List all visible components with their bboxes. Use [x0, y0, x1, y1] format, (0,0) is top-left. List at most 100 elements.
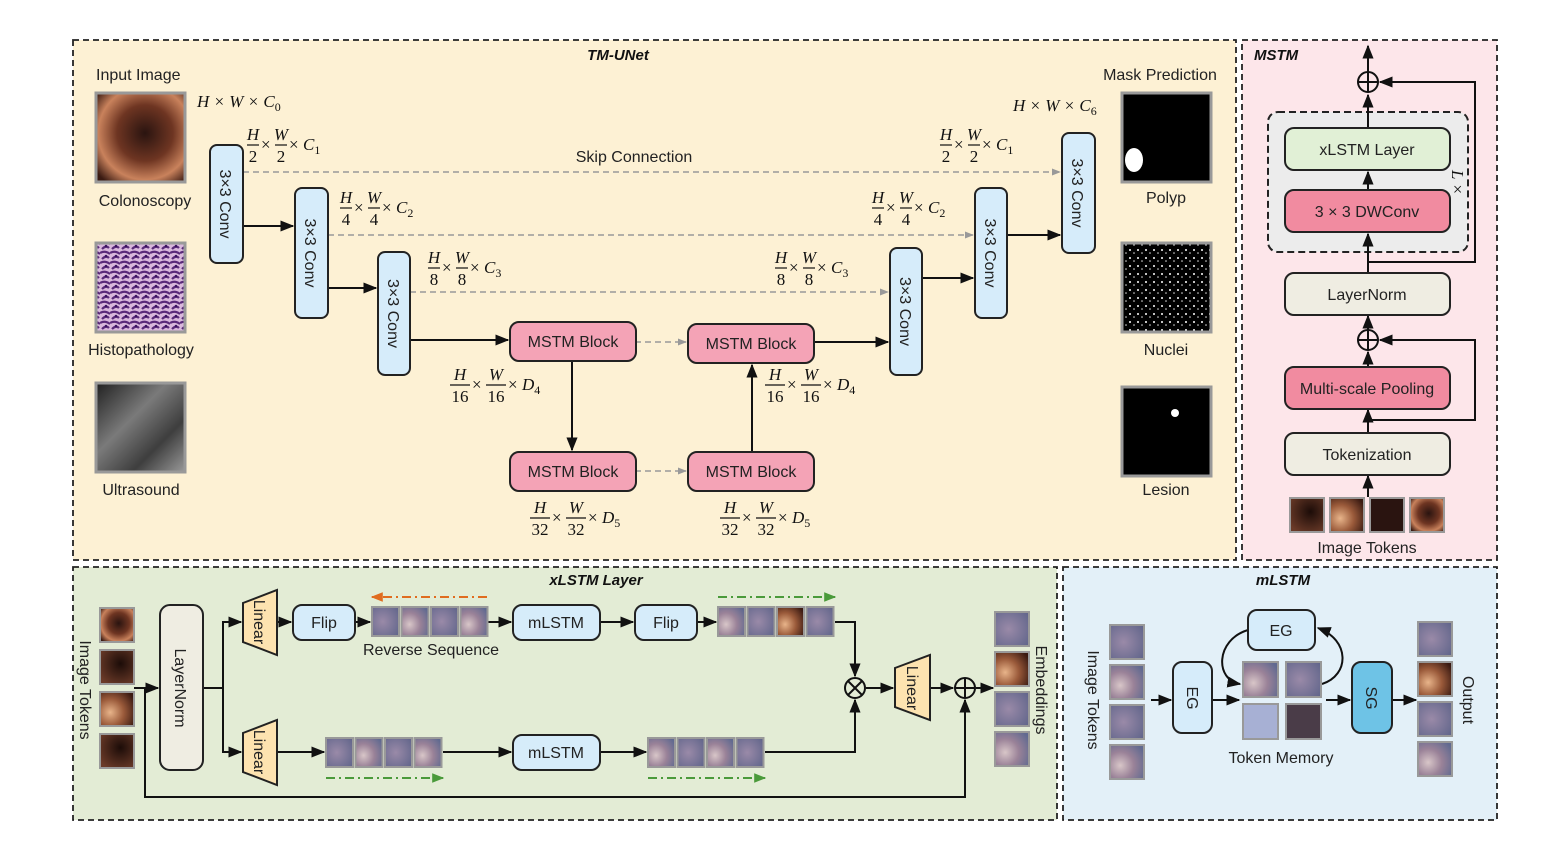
conv-label: 3×3 Conv — [216, 170, 233, 239]
svg-text:D4: D4 — [836, 375, 855, 397]
svg-text:Tokenization: Tokenization — [1323, 447, 1412, 464]
svg-text:2: 2 — [970, 147, 979, 166]
conv-label: 3×3 Conv — [896, 277, 913, 346]
svg-text:H: H — [533, 498, 548, 517]
colonoscopy-image — [94, 91, 187, 184]
svg-text:Linear: Linear — [903, 666, 920, 711]
nuclei-mask — [1120, 241, 1213, 334]
svg-text:H: H — [768, 365, 783, 384]
mlstm-input-tokens — [1109, 624, 1145, 780]
image-tokens-label: Image Tokens — [1317, 540, 1416, 557]
svg-text:W: W — [804, 365, 820, 384]
svg-text:8: 8 — [458, 270, 467, 289]
svg-text:2: 2 — [249, 147, 258, 166]
svg-text:H: H — [939, 125, 954, 144]
sequence-token — [459, 606, 489, 637]
eg-box-top: EG — [1247, 609, 1316, 651]
ultrasound-image — [94, 381, 187, 474]
svg-text:4: 4 — [370, 210, 379, 229]
svg-text:D5: D5 — [791, 508, 810, 530]
svg-text:×: × — [789, 258, 799, 277]
add-icon — [954, 677, 976, 699]
sequence-token — [746, 606, 776, 637]
svg-text:xLSTM Layer: xLSTM Layer — [1319, 142, 1415, 159]
mlstm-box-1: mLSTM — [512, 604, 601, 641]
mask-prediction-label: Mask Prediction — [1103, 67, 1217, 84]
lesion-mask — [1120, 385, 1213, 478]
image-tokens — [1289, 497, 1445, 533]
svg-text:32: 32 — [758, 520, 775, 539]
svg-text:×: × — [354, 198, 364, 217]
xlstm-input-tokens — [99, 607, 135, 769]
polyp-label: Polyp — [1146, 190, 1186, 207]
flip-box-2: Flip — [634, 604, 698, 641]
tmunet-arrows — [243, 220, 1062, 452]
svg-text:W: W — [274, 125, 290, 144]
layernorm-box: LayerNorm — [159, 604, 204, 771]
svg-text:2: 2 — [942, 147, 951, 166]
svg-text:Linear: Linear — [250, 730, 267, 775]
add-icon — [1357, 329, 1379, 351]
histopathology-label: Histopathology — [88, 342, 194, 359]
svg-text:D4: D4 — [521, 375, 540, 397]
svg-text:×: × — [470, 258, 480, 277]
svg-text:32: 32 — [532, 520, 549, 539]
svg-text:×: × — [382, 198, 392, 217]
xlstm-title: xLSTM Layer — [548, 572, 644, 589]
output-tokens — [1417, 621, 1453, 777]
sequence-token — [776, 606, 805, 637]
nuclei-label: Nuclei — [1144, 342, 1188, 359]
svg-text:16: 16 — [767, 387, 784, 406]
svg-text:×: × — [442, 258, 452, 277]
svg-text:SG: SG — [1362, 686, 1379, 709]
output-dimension: H × W × C6 — [1012, 96, 1097, 118]
svg-text:×: × — [778, 508, 788, 527]
mlstm-box-2: mLSTM — [512, 734, 601, 771]
svg-text:×: × — [552, 508, 562, 527]
conv-block-4: 3×3 Conv — [889, 247, 923, 376]
svg-text:W: W — [489, 365, 505, 384]
svg-text:LayerNorm: LayerNorm — [1327, 287, 1406, 304]
token-memory — [1242, 661, 1322, 740]
svg-text:4: 4 — [874, 210, 883, 229]
sequence-token — [735, 737, 765, 768]
output-label: Output — [1459, 676, 1476, 725]
svg-text:Multi-scale Pooling: Multi-scale Pooling — [1300, 381, 1434, 398]
svg-text:Flip: Flip — [653, 615, 679, 632]
svg-text:W: W — [899, 188, 915, 207]
sequence-token — [325, 737, 354, 768]
mstm-block-label: MSTM Block — [528, 334, 620, 351]
dimension-label: H4×W4×C2 — [871, 188, 945, 229]
repeat-label: L × — [1448, 169, 1467, 195]
svg-text:H: H — [453, 365, 468, 384]
sequence-token — [676, 737, 706, 768]
dimension-label: H4×W4×C2 — [339, 188, 413, 229]
skip-connection-label: Skip Connection — [576, 149, 693, 166]
svg-text:×: × — [914, 198, 924, 217]
histopathology-image — [94, 241, 187, 334]
svg-text:8: 8 — [430, 270, 439, 289]
dimension-label: H8×W8×C3 — [774, 248, 848, 289]
svg-text:16: 16 — [803, 387, 820, 406]
svg-text:Linear: Linear — [250, 600, 267, 645]
linear-top: Linear — [242, 588, 278, 657]
sequence-token — [805, 606, 835, 637]
mstm-block-1: MSTM Block — [509, 321, 637, 362]
mlstm-title: mLSTM — [1256, 572, 1311, 589]
tokenization-box: Tokenization — [1284, 432, 1451, 476]
svg-text:C1: C1 — [996, 135, 1013, 157]
xlstm-tokens-label: Image Tokens — [76, 640, 93, 739]
svg-text:16: 16 — [488, 387, 505, 406]
svg-text:H: H — [774, 248, 789, 267]
svg-text:4: 4 — [342, 210, 351, 229]
conv-label: 3×3 Conv — [1068, 159, 1085, 228]
layernorm-box: LayerNorm — [1284, 272, 1451, 316]
dimension-label: H2×W2×C1 — [246, 125, 320, 166]
svg-text:×: × — [886, 198, 896, 217]
linear-right: Linear — [894, 653, 931, 722]
linear-bottom: Linear — [242, 718, 278, 787]
conv-block-1: 3×3 Conv — [209, 144, 244, 264]
sequence-token — [413, 737, 443, 768]
svg-text:×: × — [289, 135, 299, 154]
